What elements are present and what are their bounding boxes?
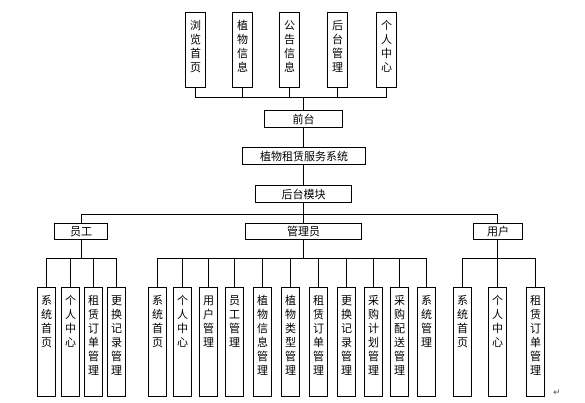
admin-node-plant-info-management: 植物信息管理 xyxy=(253,287,272,397)
front-node-browse-home: 浏览首页 xyxy=(185,12,206,88)
admin-node-personal-center: 个人中心 xyxy=(173,287,192,397)
node-label: 系统首页 xyxy=(152,294,163,349)
staff-node-system-home: 系统首页 xyxy=(37,287,56,397)
node-label: 采购计划管理 xyxy=(368,294,379,377)
node-label: 租赁订单管理 xyxy=(88,294,99,377)
node-label: 用户 xyxy=(487,225,509,238)
node-label: 前台 xyxy=(292,112,315,126)
admin-node-plant-type-management: 植物类型管理 xyxy=(281,287,300,397)
node-label: 个人中心 xyxy=(65,294,76,349)
node-label: 系统首页 xyxy=(457,294,468,349)
role-node-admin: 管理员 xyxy=(245,223,362,240)
node-label: 员工管理 xyxy=(229,294,240,349)
node-label: 用户管理 xyxy=(203,294,214,349)
admin-node-system-home: 系统首页 xyxy=(148,287,167,397)
user-node-personal-center: 个人中心 xyxy=(488,287,507,397)
admin-node-system-management: 系统管理 xyxy=(417,287,436,397)
admin-node-staff-management: 员工管理 xyxy=(225,287,244,397)
node-label: 采购配送管理 xyxy=(394,294,405,377)
front-node-plant-info: 植物信息 xyxy=(232,12,253,88)
admin-node-purchase-delivery: 采购配送管理 xyxy=(390,287,409,397)
node-label: 个人中心 xyxy=(177,294,188,349)
staff-node-personal-center: 个人中心 xyxy=(61,287,80,397)
user-node-rental-orders: 租赁订单管理 xyxy=(526,287,545,397)
node-label: 植物信息 xyxy=(237,19,248,74)
node-label: 浏览首页 xyxy=(190,19,201,74)
staff-node-rental-orders: 租赁订单管理 xyxy=(84,287,103,397)
node-label: 植物租赁服务系统 xyxy=(260,149,348,163)
node-label: 后台管理 xyxy=(332,19,343,74)
front-node: 前台 xyxy=(264,110,343,128)
role-node-staff: 员工 xyxy=(54,223,108,240)
node-label: 租赁订单管理 xyxy=(530,294,541,377)
admin-node-replacement-records: 更换记录管理 xyxy=(337,287,356,397)
user-node-system-home: 系统首页 xyxy=(453,287,472,397)
paragraph-mark: ↵ xyxy=(553,388,561,398)
node-label: 植物信息管理 xyxy=(257,294,268,377)
node-label: 更换记录管理 xyxy=(111,294,122,377)
system-root-node: 植物租赁服务系统 xyxy=(242,147,366,165)
front-node-notice-info: 公告信息 xyxy=(279,12,300,88)
backend-node: 后台模块 xyxy=(255,185,352,203)
node-label: 植物类型管理 xyxy=(285,294,296,377)
admin-node-purchase-plan: 采购计划管理 xyxy=(364,287,383,397)
node-label: 系统管理 xyxy=(421,294,432,349)
role-node-user: 用户 xyxy=(473,223,523,240)
node-label: 个人中心 xyxy=(492,294,503,349)
front-node-admin-entry: 后台管理 xyxy=(327,12,348,88)
node-label: 管理员 xyxy=(287,225,320,238)
node-label: 公告信息 xyxy=(284,19,295,74)
node-label: 个人中心 xyxy=(381,19,392,74)
staff-node-replacement-records: 更换记录管理 xyxy=(107,287,126,397)
node-label: 员工 xyxy=(70,225,92,238)
admin-node-user-management: 用户管理 xyxy=(199,287,218,397)
node-label: 后台模块 xyxy=(281,187,326,201)
node-label: 租赁订单管理 xyxy=(313,294,324,377)
node-label: 更换记录管理 xyxy=(341,294,352,377)
node-label: 系统首页 xyxy=(41,294,52,349)
admin-node-rental-orders: 租赁订单管理 xyxy=(309,287,328,397)
front-node-personal-center: 个人中心 xyxy=(376,12,397,88)
